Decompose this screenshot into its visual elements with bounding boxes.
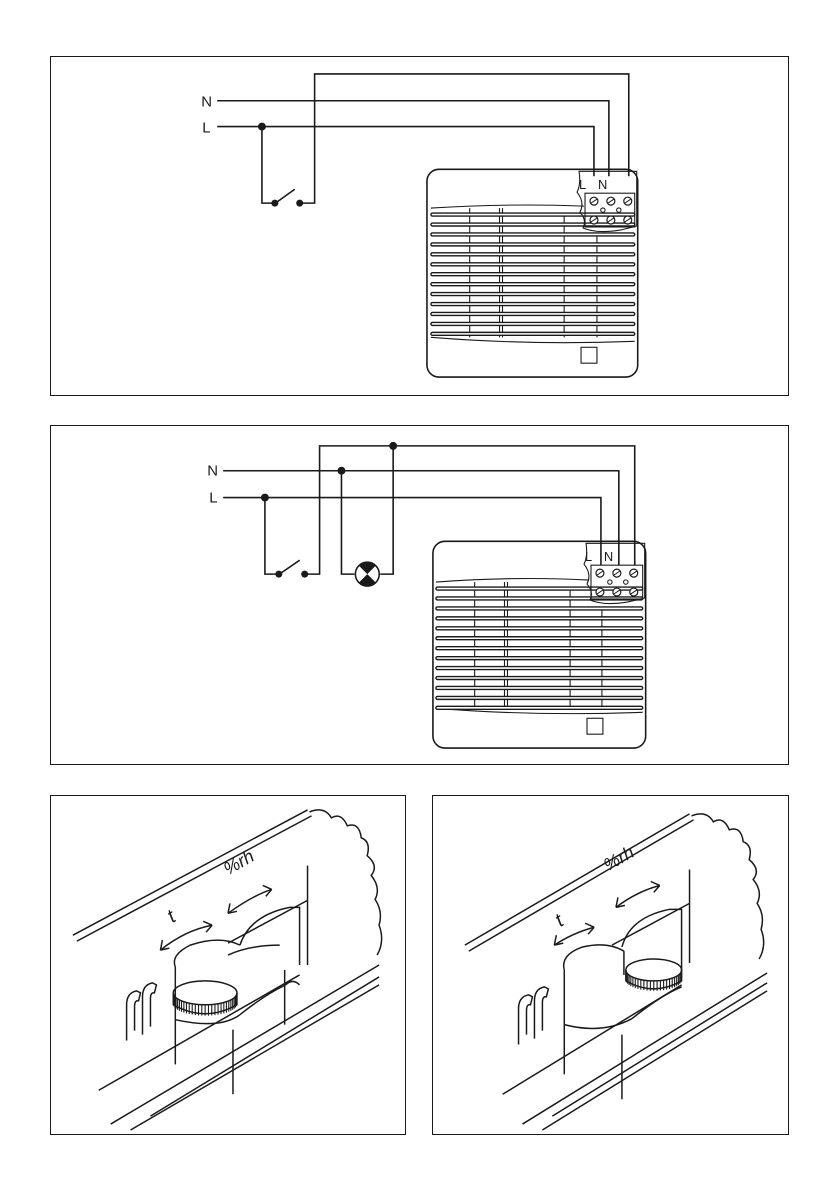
grille-bar	[431, 213, 635, 216]
grille-bar	[436, 667, 643, 670]
wiring-diagram-switch-lamp: N L	[50, 425, 789, 765]
indicator-square	[581, 347, 597, 363]
grille-bar	[431, 332, 635, 335]
symbol-t: t	[551, 909, 569, 931]
grille-bar	[431, 253, 635, 256]
clip-icon	[519, 987, 549, 1045]
terminal-block-icon	[584, 543, 645, 603]
dial-knob	[626, 959, 682, 991]
clip-icon	[127, 983, 157, 1041]
wire-lamp-switched	[380, 446, 393, 574]
grille-bar	[431, 283, 635, 286]
label-l: L	[209, 491, 217, 507]
grille-bar	[431, 243, 635, 246]
adjustment-detail-left: t %rh	[50, 795, 406, 1135]
indicator-square	[587, 718, 603, 734]
adjustment-detail-right-svg: t %rh	[433, 796, 788, 1134]
grille-bar	[431, 263, 635, 266]
wire-neutral	[223, 471, 619, 565]
wiring-diagram-switch-svg: N L	[51, 57, 788, 395]
grille-bar	[436, 696, 643, 699]
junction-dot	[261, 494, 269, 502]
grille-bar	[436, 677, 643, 680]
adjust-arrow-icon	[616, 881, 660, 907]
label-n: N	[201, 95, 212, 111]
adjust-arrow-icon	[160, 921, 212, 950]
wire-live	[223, 498, 601, 566]
switch-icon	[275, 560, 308, 577]
wire-switch-feed	[265, 498, 277, 575]
terminal-label-n: N	[598, 177, 607, 192]
wire-switch-feed	[262, 127, 273, 204]
terminal-label-n: N	[604, 549, 613, 564]
label-n: N	[207, 464, 218, 480]
wire-neutral	[217, 101, 609, 177]
terminal-label-l: L	[579, 177, 586, 192]
junction-dot	[389, 442, 397, 450]
wiring-diagram-switch: N L	[50, 56, 789, 396]
adjustment-detail-left-svg: t %rh	[51, 796, 405, 1134]
grille-bar	[436, 617, 643, 620]
wiring-diagram-switch-lamp-svg: N L	[51, 426, 788, 764]
grille-bar	[431, 303, 635, 306]
fan-unit: L N	[433, 541, 646, 748]
adjustment-detail-right: t %rh	[432, 795, 789, 1135]
lamp-icon	[355, 562, 379, 586]
switch-icon	[271, 189, 303, 206]
grille-bar	[431, 223, 635, 226]
grille-bar	[436, 686, 643, 689]
dial-knob	[173, 981, 237, 1016]
label-l: L	[202, 121, 210, 137]
grille-bar	[431, 322, 635, 325]
adjust-arrow-icon	[228, 885, 272, 913]
grille-bar	[431, 293, 635, 296]
grille-bar	[436, 657, 643, 660]
grille-bar	[431, 312, 635, 315]
symbol-rh: %rh	[220, 846, 258, 879]
grille-bar	[431, 233, 635, 236]
junction-dot	[258, 123, 266, 131]
fan-unit: L N	[427, 169, 638, 377]
junction-dot	[337, 467, 345, 475]
grille-bar	[436, 627, 643, 630]
wire-lamp-neutral	[341, 471, 354, 574]
terminal-label-l: L	[585, 549, 592, 564]
symbol-t: t	[163, 905, 181, 927]
grille-bar	[436, 647, 643, 650]
fan-grille-icon	[431, 205, 635, 343]
grille-bar	[436, 706, 643, 709]
grille-bar	[431, 273, 635, 276]
grille-bar	[436, 607, 643, 610]
grille-bar	[436, 587, 643, 590]
grille-bar	[436, 637, 643, 640]
